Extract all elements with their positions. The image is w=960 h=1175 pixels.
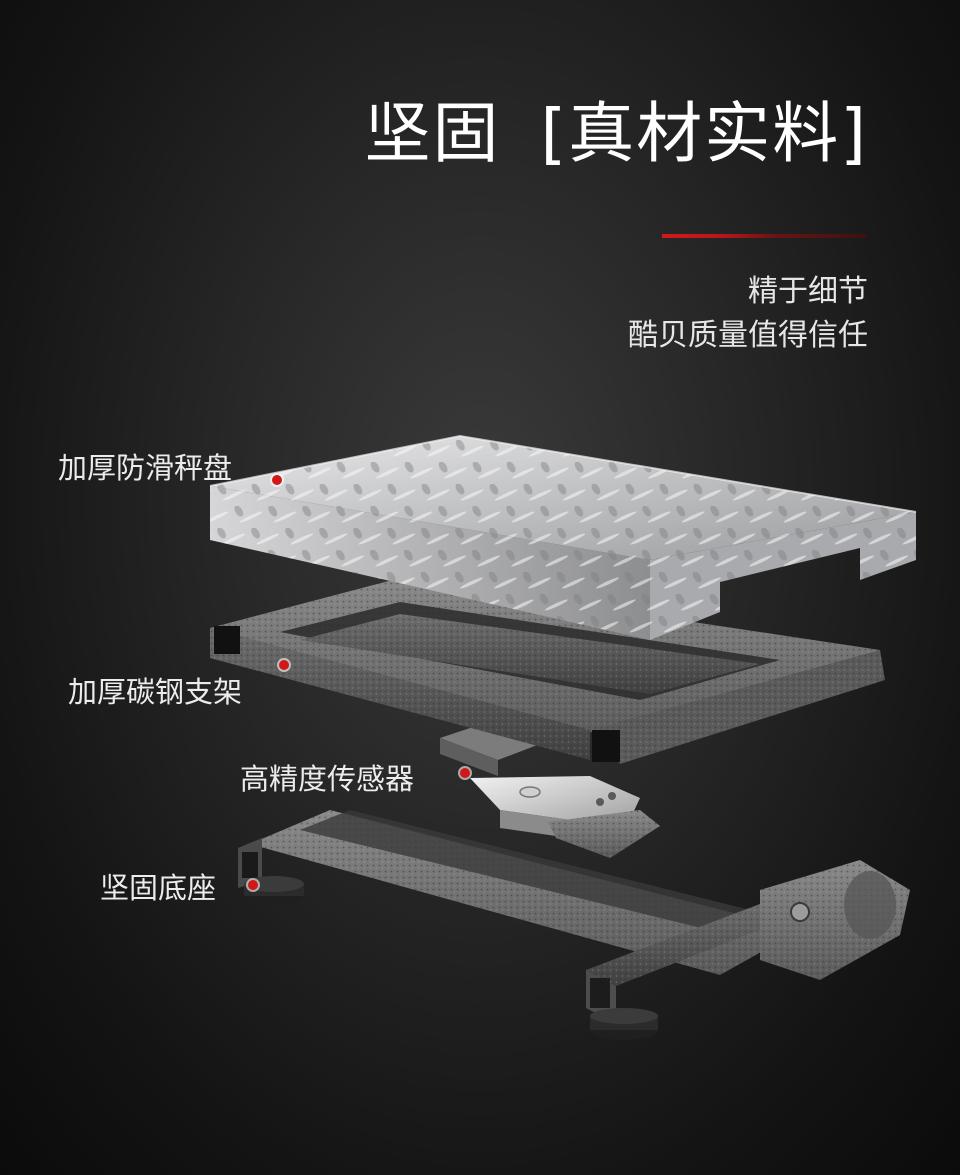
callout-platform-marker [272,475,282,485]
subtitle-line-2: 酷贝质量值得信任 [628,318,868,353]
callout-frame-marker [279,660,289,670]
callout-frame-label: 加厚碳钢支架 [68,675,243,709]
callout-base-marker [248,880,258,890]
headline: 坚固 [真材实料] [365,80,869,176]
callout-platform-label: 加厚防滑秤盘 [58,451,233,485]
callout-base-label: 坚固底座 [100,871,217,905]
callout-sensor-label: 高精度传感器 [240,762,415,796]
load-cell-sensor [440,724,660,858]
steel-support-frame [210,578,885,764]
accent-divider [662,234,866,238]
headline-bracket: [真材实料] [540,95,868,172]
callout-sensor-marker [460,768,470,778]
subtitle-line-1: 精于细节 [748,274,868,309]
anti-slip-platform [209,434,917,640]
headline-main: 坚固 [364,95,501,172]
base-frame [238,810,910,1040]
